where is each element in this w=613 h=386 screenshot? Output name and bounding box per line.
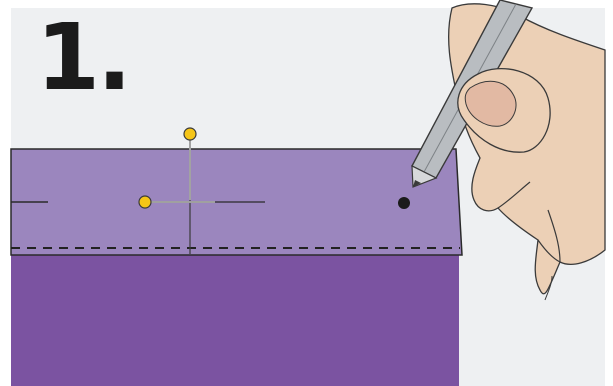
dot-icon <box>398 197 410 209</box>
fabric-dark-layer <box>11 254 459 386</box>
